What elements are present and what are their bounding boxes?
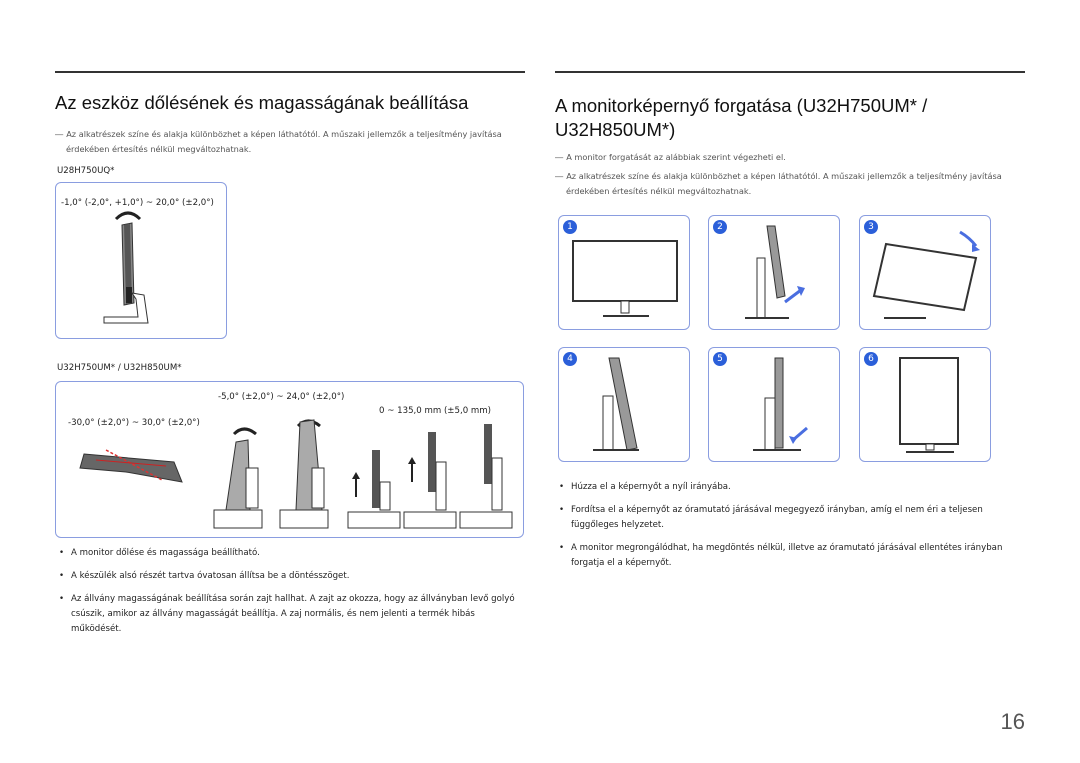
bullet-dot: •	[59, 548, 65, 558]
right-section-title: A monitorképernyő forgatása (U32H750UM* …	[555, 94, 927, 142]
model2-height-range: 0 ~ 135,0 mm (±5,0 mm)	[379, 406, 491, 416]
step-badge-3: 3	[864, 220, 878, 234]
left-note-line2: érdekében értesítés nélkül megváltozhatn…	[66, 144, 252, 154]
bullet-text: Az állvány magasságának beállítása során…	[71, 594, 515, 634]
model2-adjust-figure: -5,0° (±2,0°) ~ 24,0° (±2,0°) 0 ~ 135,0 …	[55, 381, 524, 538]
rotation-step-1: 1	[558, 215, 690, 330]
step-badge-6: 6	[864, 352, 878, 366]
step2-illustration	[745, 225, 805, 319]
right-note-2: ―Az alkatrészek színe és alakja különböz…	[555, 169, 1025, 199]
bullet-text: Fordítsa el a képernyőt az óramutató jár…	[571, 505, 983, 530]
bullet-dot: •	[559, 505, 565, 515]
left-note-line1: Az alkatrészek színe és alakja különbözh…	[66, 129, 502, 139]
right-title-line1: A monitorképernyő forgatása (U32H750UM* …	[555, 95, 928, 116]
model1-label: U28H750UQ*	[57, 166, 115, 176]
bullet-dot: •	[59, 571, 65, 581]
right-note2-line1: Az alkatrészek színe és alakja különbözh…	[566, 171, 1002, 181]
note-dash: ―	[55, 129, 64, 139]
step-badge-5: 5	[713, 352, 727, 366]
right-bullet-list: • Húzza el a képernyőt a nyíl irányába. •…	[557, 480, 1027, 579]
rotation-step-5: 5	[708, 347, 840, 462]
step3-illustration	[872, 230, 980, 319]
right-note1-text: A monitor forgatását az alábbiak szerint…	[566, 152, 786, 162]
right-title-line2: U32H850UM*)	[555, 119, 676, 140]
step4-illustration	[593, 357, 639, 451]
note-dash: ―	[555, 171, 564, 181]
right-note-1: ―A monitor forgatását az alábbiak szerin…	[555, 150, 1025, 165]
rotation-step-3: 3	[859, 215, 991, 330]
model1-tilt-range: -1,0° (-2,0°, +1,0°) ~ 20,0° (±2,0°)	[61, 198, 214, 208]
step6-illustration	[899, 357, 959, 453]
swivel-illustration	[79, 449, 183, 483]
step-badge-4: 4	[563, 352, 577, 366]
step1-illustration	[572, 240, 678, 317]
bullet-dot: •	[559, 482, 565, 492]
bullet-text: A készülék alsó részét tartva óvatosan á…	[71, 571, 350, 581]
step-badge-2: 2	[713, 220, 727, 234]
right-top-rule	[555, 71, 1025, 73]
rotation-step-4: 4	[558, 347, 690, 462]
list-item: • A készülék alsó részét tartva óvatosan …	[57, 569, 527, 584]
list-item: • Húzza el a képernyőt a nyíl irányába.	[557, 480, 1027, 495]
left-section-title: Az eszköz dőlésének és magasságának beál…	[55, 92, 469, 113]
model1-tilt-figure: -1,0° (-2,0°, +1,0°) ~ 20,0° (±2,0°)	[55, 182, 227, 339]
step5-illustration	[753, 357, 808, 451]
left-top-rule	[55, 71, 525, 73]
left-note: ―Az alkatrészek színe és alakja különböz…	[55, 127, 525, 157]
model2-swivel-range: -30,0° (±2,0°) ~ 30,0° (±2,0°)	[68, 418, 200, 428]
monitor-tilt-illustration	[103, 211, 149, 324]
note-dash: ―	[555, 152, 564, 162]
height-illustrations	[347, 424, 513, 529]
bullet-text: A monitor dőlése és magassága beállíthat…	[71, 548, 260, 558]
list-item: • A monitor megrongálódhat, ha megdöntés …	[557, 541, 1027, 571]
rotation-step-2: 2	[708, 215, 840, 330]
model2-label: U32H750UM* / U32H850UM*	[57, 363, 182, 373]
page-number: 16	[1000, 709, 1025, 734]
list-item: • Fordítsa el a képernyőt az óramutató já…	[557, 503, 1027, 533]
bullet-text: A monitor megrongálódhat, ha megdöntés n…	[571, 543, 1003, 568]
tilt-illustration	[213, 419, 329, 529]
bullet-text: Húzza el a képernyőt a nyíl irányába.	[571, 482, 731, 492]
bullet-dot: •	[59, 594, 65, 604]
list-item: • A monitor dőlése és magassága beállítha…	[57, 546, 527, 561]
bullet-dot: •	[559, 543, 565, 553]
list-item: • Az állvány magasságának beállítása sorá…	[57, 592, 527, 637]
monitor-adjust-illustrations	[79, 419, 513, 529]
step-badge-1: 1	[563, 220, 577, 234]
model2-tilt-range: -5,0° (±2,0°) ~ 24,0° (±2,0°)	[218, 392, 345, 402]
rotation-step-6: 6	[859, 347, 991, 462]
left-bullet-list: • A monitor dőlése és magassága beállítha…	[57, 546, 527, 645]
right-note2-line2: érdekében értesítés nélkül megváltozhatn…	[566, 186, 752, 196]
